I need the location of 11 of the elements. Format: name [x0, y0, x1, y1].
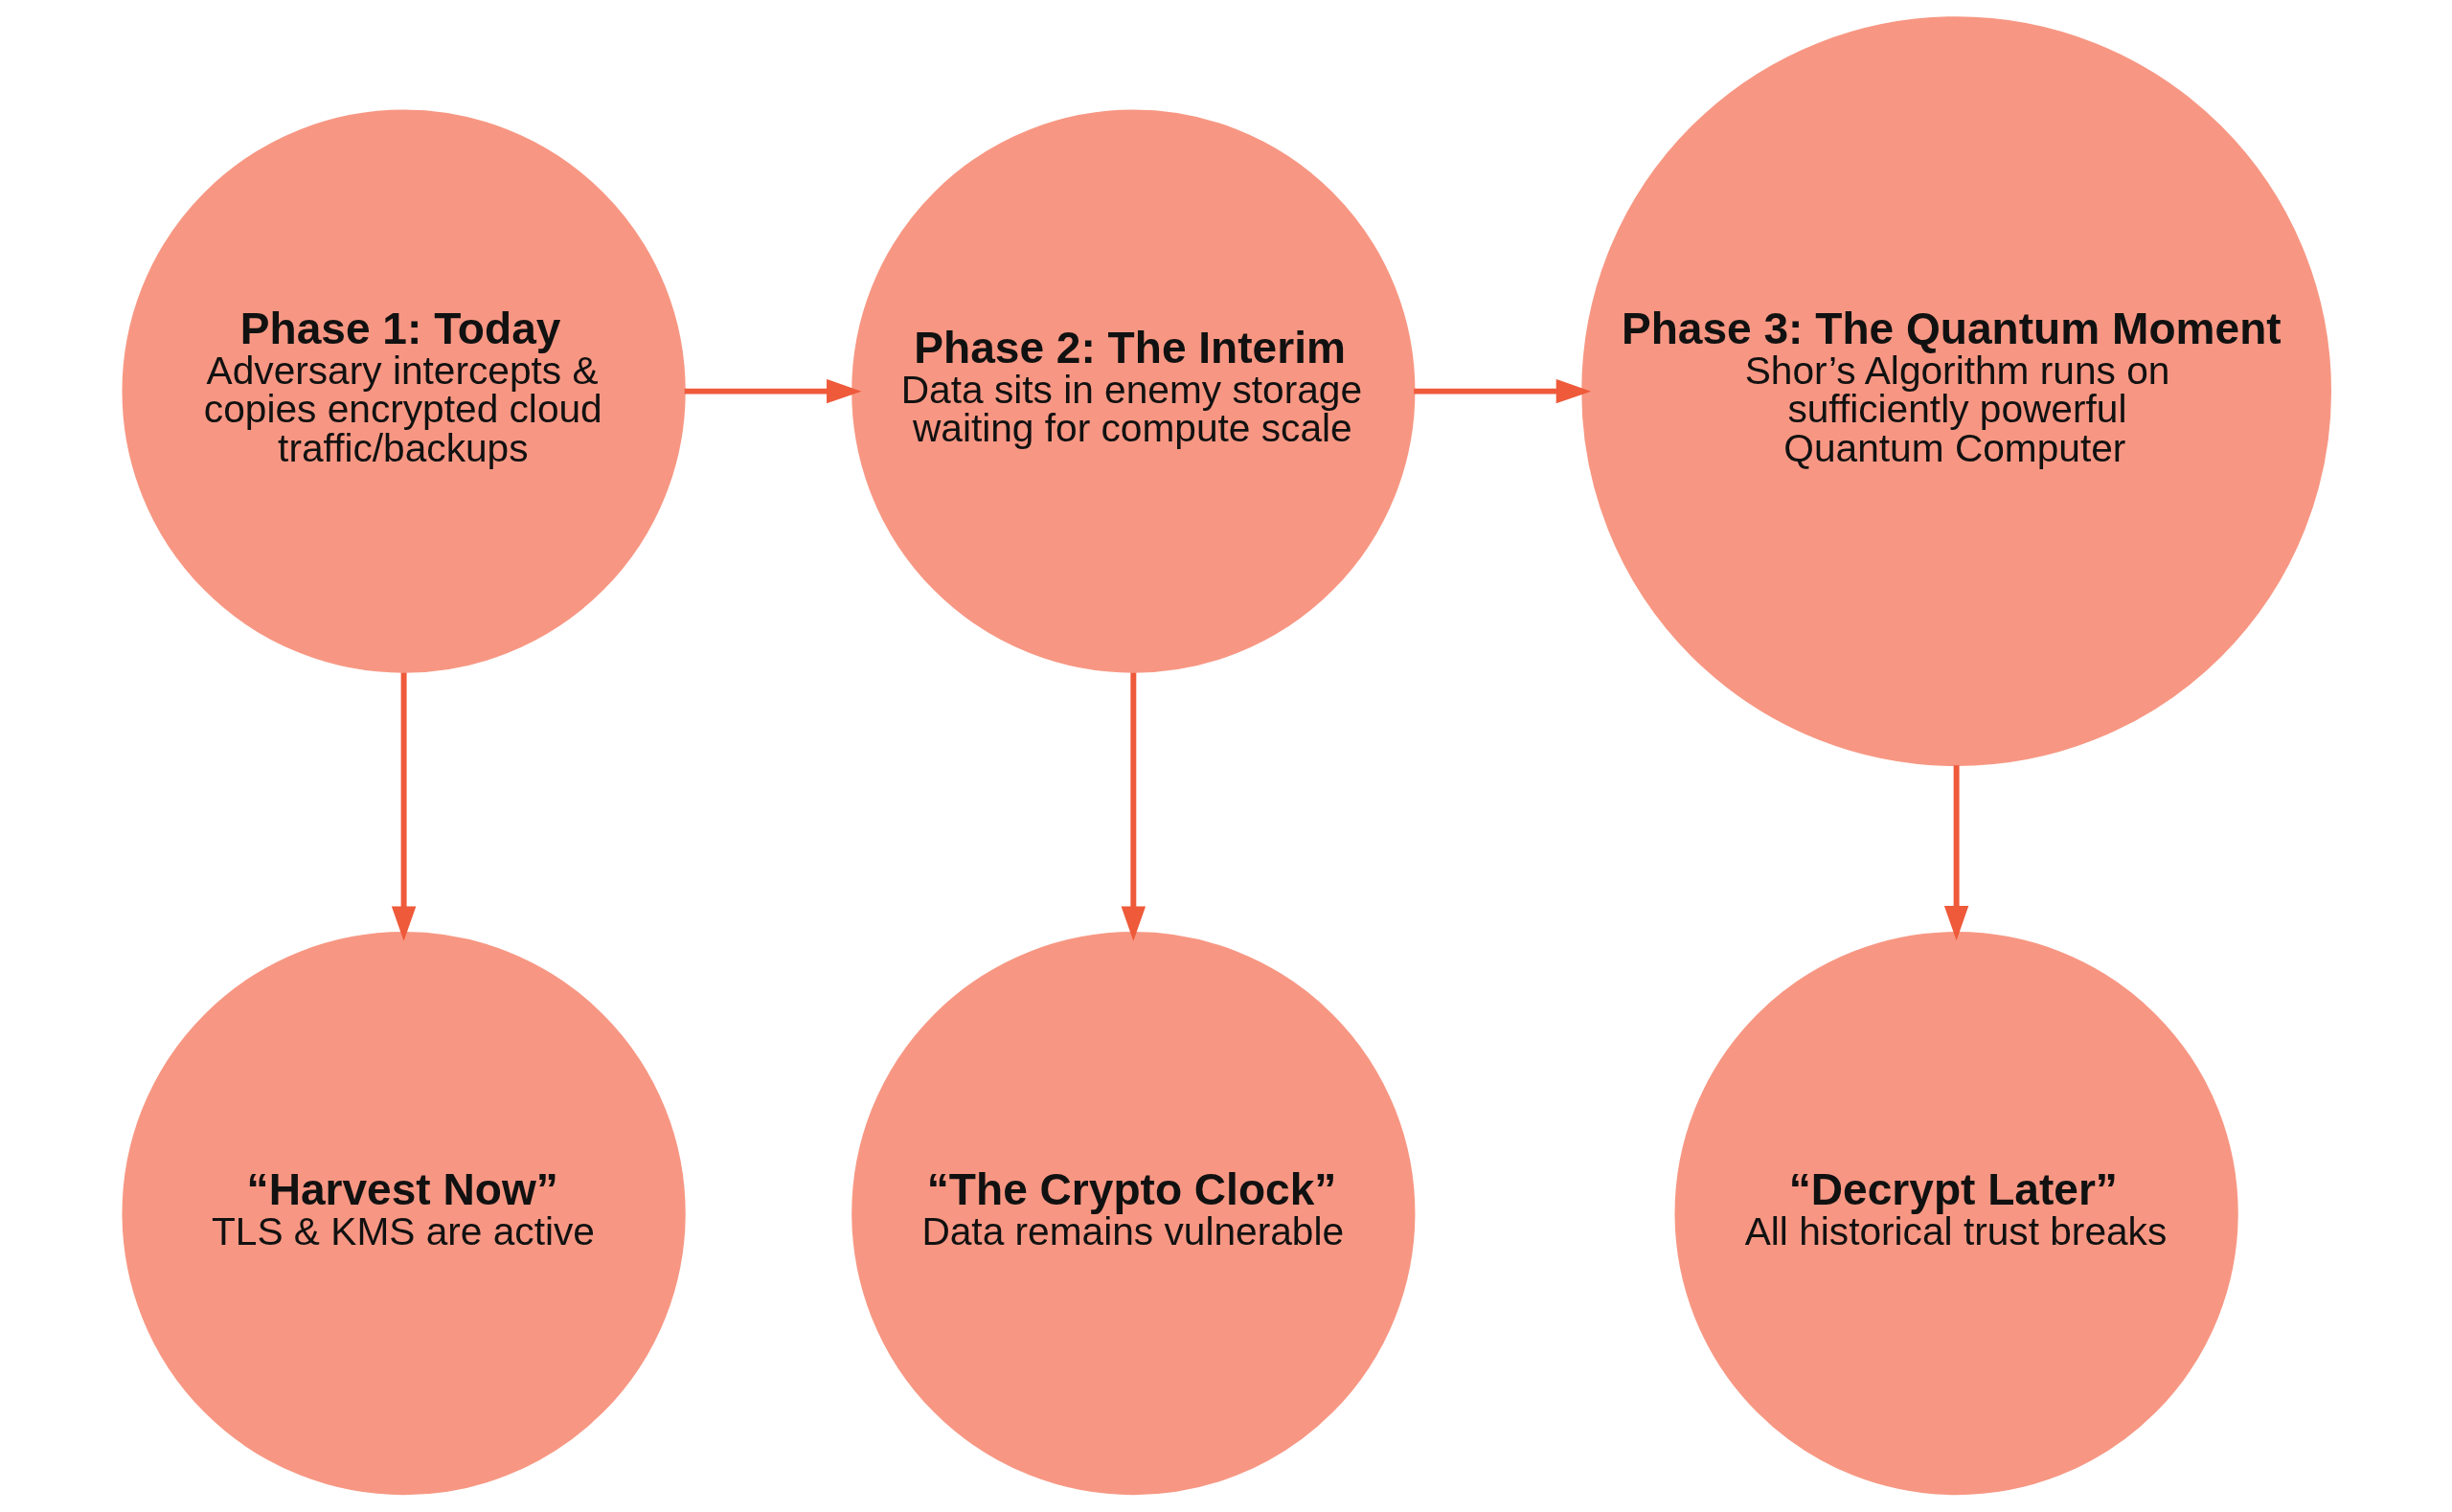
node-circle: Phase 3: The Quantum Moment Shor’s Algorithm runs on sufficiently powerful Quantum Computer — [1580, 16, 2331, 767]
node-circle: “Decrypt Later” All historical trust breaks — [1674, 932, 2238, 1496]
node-circle: Phase 1: Today Adversary intercepts & copies encrypted cloud traffic/backups — [122, 109, 686, 673]
node-circle: Phase 2: The Interim Data sits in enemy storage waiting for compute scale — [851, 109, 1415, 673]
arrow — [684, 378, 861, 404]
node-circle: “Harvest Now” TLS & KMS are active — [122, 932, 686, 1496]
arrow — [1121, 672, 1146, 941]
arrow — [391, 672, 416, 941]
arrow — [1413, 378, 1591, 404]
node-circle: “The Crypto Clock” Data remains vulnerable — [851, 932, 1415, 1496]
arrow — [1943, 765, 1968, 941]
